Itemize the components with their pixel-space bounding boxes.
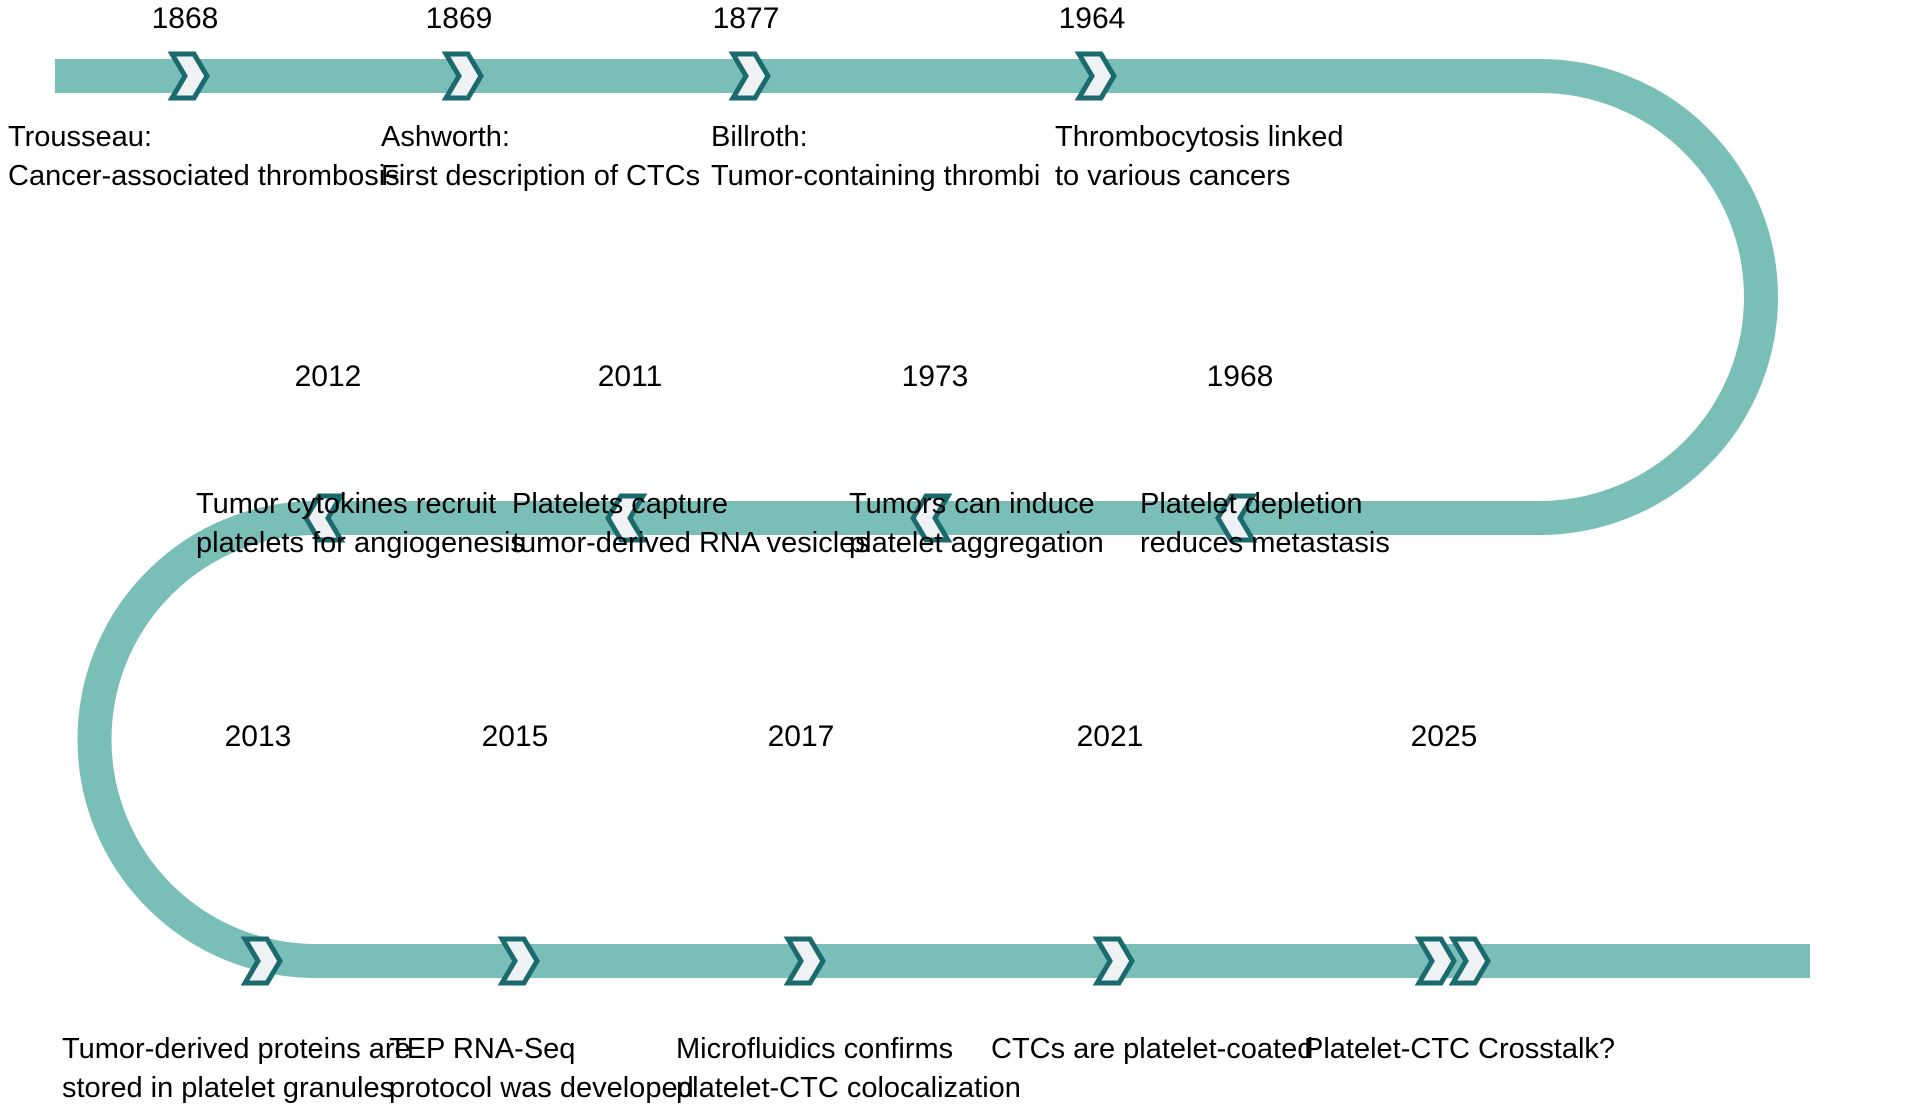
caption-line: Tumors can induce bbox=[849, 488, 1095, 520]
year-label: 1968 bbox=[1206, 360, 1274, 393]
event-caption: Platelet depletion reduces metastasis bbox=[1140, 485, 1390, 563]
year-label: 2021 bbox=[1076, 720, 1144, 753]
caption-line: stored in platelet granules bbox=[62, 1071, 395, 1104]
year-label: 2011 bbox=[597, 360, 663, 393]
event-caption: Tumor cytokines recruit platelets for an… bbox=[196, 485, 525, 563]
caption-line: platelets for angiogenesis bbox=[196, 526, 525, 559]
caption-line: TEP RNA-Seq bbox=[389, 1033, 576, 1065]
caption-line: Platelet-CTC Crosstalk? bbox=[1304, 1033, 1616, 1065]
caption-line: Billroth: bbox=[711, 121, 808, 153]
year-label: 1964 bbox=[1058, 2, 1126, 35]
caption-line: Cancer-associated thrombosis bbox=[8, 159, 400, 192]
year-label: 2017 bbox=[767, 720, 835, 753]
caption-line: platelet aggregation bbox=[849, 526, 1104, 559]
event-caption: Thrombocytosis linked to various cancers bbox=[1055, 118, 1344, 196]
year-label: 1868 bbox=[151, 2, 219, 35]
caption-line: Platelets capture bbox=[512, 488, 729, 520]
event-caption: TEP RNA-Seq protocol was developed bbox=[389, 1030, 694, 1108]
caption-line: Microfluidics confirms bbox=[676, 1033, 954, 1065]
event-caption: Ashworth: First description of CTCs bbox=[381, 118, 700, 196]
event-caption: CTCs are platelet-coated bbox=[991, 1030, 1313, 1069]
caption-line: platelet-CTC colocalization bbox=[676, 1071, 1021, 1104]
event-caption: Tumor-derived proteins are stored in pla… bbox=[62, 1030, 411, 1108]
year-label: 2013 bbox=[224, 720, 292, 753]
year-label: 1869 bbox=[425, 2, 493, 35]
event-caption: Microfluidics confirms platelet-CTC colo… bbox=[676, 1030, 1021, 1108]
year-label: 2015 bbox=[481, 720, 549, 753]
event-caption: Platelets capture tumor-derived RNA vesi… bbox=[512, 485, 870, 563]
caption-line: to various cancers bbox=[1055, 159, 1291, 192]
caption-line: Tumor cytokines recruit bbox=[196, 488, 497, 520]
caption-line: First description of CTCs bbox=[381, 159, 701, 192]
caption-line: protocol was developed bbox=[389, 1071, 694, 1104]
caption-line: CTCs are platelet-coated bbox=[991, 1033, 1314, 1065]
event-caption: Trousseau: Cancer-associated thrombosis bbox=[8, 118, 400, 196]
caption-line: Ashworth: bbox=[381, 121, 510, 153]
caption-line: Trousseau: bbox=[8, 121, 152, 153]
year-label: 2012 bbox=[294, 360, 362, 393]
caption-line: Tumor-containing thrombi bbox=[711, 159, 1041, 192]
event-caption: Billroth: Tumor-containing thrombi bbox=[711, 118, 1040, 196]
year-label: 1973 bbox=[901, 360, 969, 393]
caption-line: tumor-derived RNA vesicles bbox=[512, 526, 870, 559]
caption-line: Tumor-derived proteins are bbox=[62, 1033, 411, 1065]
year-label: 2025 bbox=[1410, 720, 1478, 753]
caption-line: Platelet depletion bbox=[1140, 488, 1363, 520]
caption-line: Thrombocytosis linked bbox=[1055, 121, 1344, 153]
event-caption: Platelet-CTC Crosstalk? bbox=[1304, 1030, 1615, 1069]
event-caption: Tumors can induce platelet aggregation bbox=[849, 485, 1104, 563]
year-label: 1877 bbox=[712, 2, 780, 35]
caption-line: reduces metastasis bbox=[1140, 526, 1390, 559]
